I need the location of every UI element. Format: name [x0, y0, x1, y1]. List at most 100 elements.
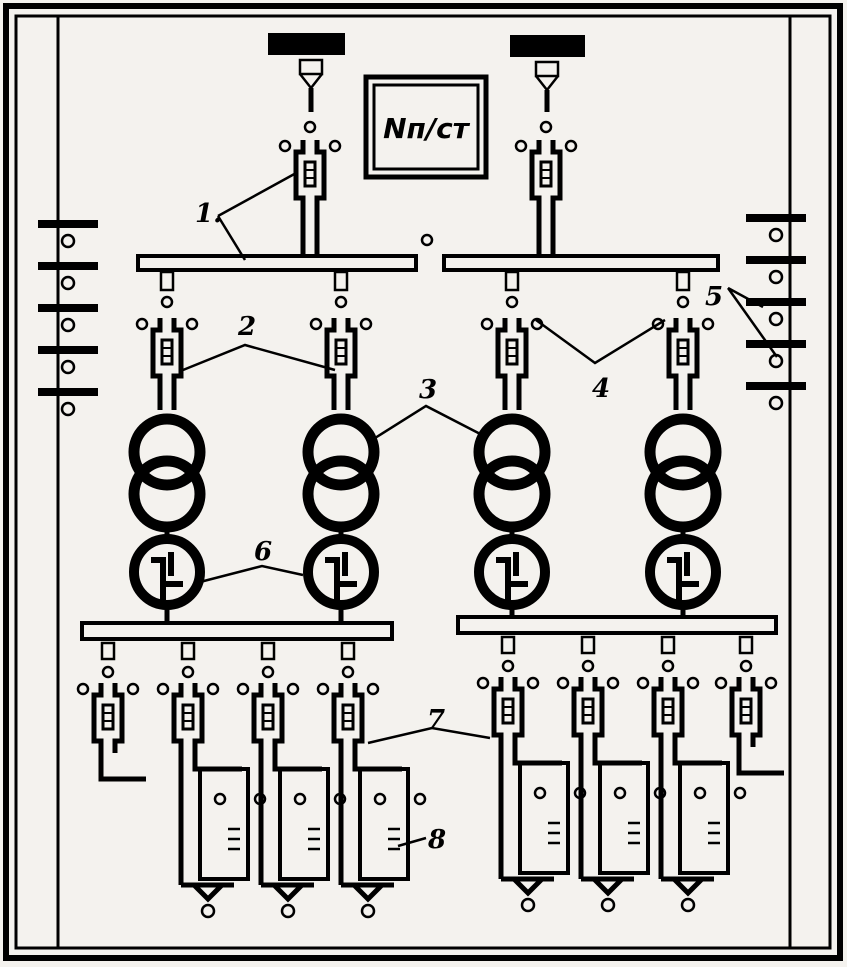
feeder-disconnector	[100, 641, 116, 661]
indicator-bar	[38, 388, 98, 396]
outgoing-feeder	[316, 641, 427, 919]
incoming-breaker	[278, 139, 342, 210]
label-8: 8	[427, 825, 446, 855]
meter-marks	[228, 827, 240, 851]
indicator-bar	[746, 382, 806, 390]
switch-indicator-lamp	[328, 139, 342, 153]
substation-name-plate: Nп/ст	[363, 74, 489, 180]
feeder-cell-lamp	[533, 786, 547, 800]
branch-breaker	[651, 317, 715, 388]
transformer-branch	[128, 270, 206, 624]
feeder-breaker	[156, 682, 220, 753]
bus-disconnector	[504, 270, 520, 292]
label-2: 2	[237, 312, 256, 342]
reactor-symbol	[667, 552, 699, 600]
label-1: 1.	[195, 199, 222, 229]
feeder-disconnector	[738, 635, 754, 655]
incoming-breakers	[278, 139, 578, 256]
cable-terminal	[600, 897, 616, 913]
feeder-disconnector	[580, 635, 596, 655]
switch-indicator-lamp	[564, 139, 578, 153]
feeder-cell-lamp	[413, 792, 427, 806]
disconnector-lamp	[505, 295, 519, 309]
feeder-cell	[358, 767, 410, 881]
feeder-tie	[736, 747, 784, 776]
feeder-cable	[578, 747, 642, 879]
cable-terminal	[520, 897, 536, 913]
switch-indicator-lamp	[526, 676, 540, 690]
transformer-winding-hv	[644, 413, 722, 491]
branch-link	[331, 388, 351, 410]
switch-indicator-lamp	[514, 139, 528, 153]
switch-indicator-lamp	[606, 676, 620, 690]
feeder-cell	[198, 767, 250, 881]
switch-indicator-lamp	[316, 682, 330, 696]
panel-title: Nп/ст	[383, 112, 471, 145]
cable-end	[581, 876, 634, 897]
bus-disconnector	[333, 270, 349, 292]
feeder-breaker	[714, 676, 778, 747]
feeder-lamp	[261, 665, 275, 679]
indicator-bar	[38, 262, 98, 270]
feeder-cable	[498, 747, 562, 879]
feeder-breaker	[556, 676, 620, 747]
indicator-lamp	[60, 401, 76, 417]
feeder-cell	[678, 761, 730, 875]
branch-breaker	[309, 317, 373, 388]
bus-disconnector	[159, 270, 175, 292]
switch-indicator-lamp	[236, 682, 250, 696]
lower-busbars	[80, 615, 778, 641]
feeder-cell-lamp	[693, 786, 707, 800]
callout-labels: 1. 2 3 4 5 6 7 8	[195, 199, 723, 855]
label-3: 3	[419, 375, 437, 405]
switch-indicator-lamp	[76, 682, 90, 696]
reactor-disk	[129, 534, 205, 610]
feeder-lamp	[341, 665, 355, 679]
feeder-tie	[98, 753, 146, 782]
outgoing-feeders	[76, 635, 784, 919]
feeder-cell-lamp	[293, 792, 307, 806]
incoming-line-right	[510, 35, 585, 134]
outgoing-feeder	[76, 641, 146, 782]
transformer-winding-hv	[128, 413, 206, 491]
feeder-disconnector	[180, 641, 196, 661]
switch-indicator-lamp	[156, 682, 170, 696]
meter-marks	[388, 827, 400, 851]
branch-link	[157, 388, 177, 410]
incoming-breaker	[514, 139, 578, 210]
transformer-branches	[128, 270, 722, 624]
incoming-link	[300, 210, 320, 256]
meter-marks	[628, 821, 640, 845]
indicator-lamp	[60, 317, 76, 333]
transformer-branch	[473, 270, 551, 624]
transformer-winding-lv	[644, 455, 722, 533]
feeder-lamp	[501, 659, 515, 673]
feeder-cell-lamp	[613, 786, 627, 800]
side-indicator-racks	[38, 214, 806, 417]
outgoing-feeder	[236, 641, 347, 919]
outgoing-feeder	[156, 641, 267, 919]
incoming-link	[536, 210, 556, 256]
switch-indicator-lamp	[476, 676, 490, 690]
switch-indicator-lamp	[701, 317, 715, 331]
indicator-lamp	[60, 359, 76, 375]
feeder-breaker	[636, 676, 700, 747]
feeder-disconnector	[500, 635, 516, 655]
feeder-lamp	[101, 665, 115, 679]
indicator-lamp	[768, 311, 784, 327]
disconnector-lamp	[334, 295, 348, 309]
transformer-branch	[644, 270, 722, 624]
switch-indicator-lamp	[135, 317, 149, 331]
cable-terminal	[200, 903, 216, 919]
reactor-disk	[474, 534, 550, 610]
feeder-lamp	[739, 659, 753, 673]
outgoing-feeder	[714, 635, 784, 776]
branch-breaker	[480, 317, 544, 388]
cable-end	[661, 876, 714, 897]
feeder-disconnector	[340, 641, 356, 661]
feeder-lamp	[581, 659, 595, 673]
transformer-winding-lv	[128, 455, 206, 533]
cable-end	[181, 882, 234, 903]
reactor-disk	[303, 534, 379, 610]
